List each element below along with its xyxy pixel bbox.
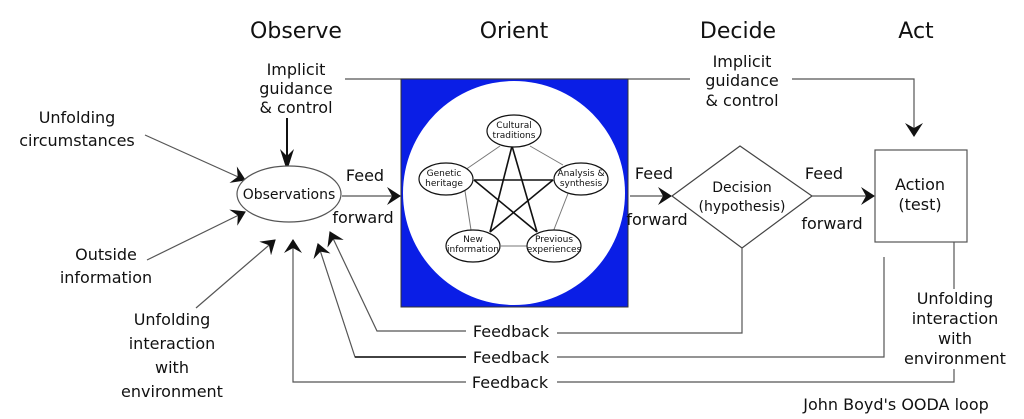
svg-text:Outside: Outside [75,245,137,264]
feed-label-1: Feed [346,166,384,185]
svg-text:New: New [463,235,483,245]
phase-orient: Orient [480,19,549,44]
feedback-line-environment [557,369,955,383]
svg-text:environment: environment [904,349,1006,368]
observations-label: Observations [243,187,336,203]
svg-text:& control: & control [259,98,332,117]
feedback-arrow-3 [284,239,466,383]
phase-decide: Decide [700,19,776,44]
implicit-guidance-left-label: Implicit guidance & control [259,60,332,117]
feedback-line-decision [557,248,743,334]
forward-label-2: forward [626,210,687,229]
svg-text:guidance: guidance [705,71,778,90]
svg-text:synthesis: synthesis [560,179,603,189]
decision-sublabel: (hypothesis) [699,199,786,215]
feedback-line-action [557,257,885,358]
svg-text:information: information [60,268,152,287]
orient-node-previous: Previous experiences [526,229,582,263]
interaction-left-arrow [195,239,276,309]
orient-node-genetic: Genetic heritage [418,162,474,196]
outside-info-arrow [146,209,246,261]
circumstances-arrow [144,134,246,183]
svg-text:Genetic: Genetic [427,169,462,179]
svg-text:Unfolding: Unfolding [134,310,211,329]
guidance-arrow-act [792,78,923,137]
svg-text:heritage: heritage [425,179,463,189]
diagram-caption: John Boyd's OODA loop [802,395,989,414]
svg-text:experiences: experiences [527,245,582,255]
svg-text:Implicit: Implicit [713,52,772,71]
observations-node [236,165,342,223]
feed-label-3: Feed [805,164,843,183]
outside-information-label: Outside information [60,245,152,287]
feedback-label-1: Feedback [473,322,550,341]
unfolding-interaction-right-label: Unfolding interaction with environment [904,289,1006,368]
unfolding-circumstances-label: Unfolding circumstances [19,108,135,150]
implicit-guidance-right-label: Implicit guidance & control [705,52,778,110]
decision-node [670,145,814,249]
feedback-label-2: Feedback [473,348,550,367]
unfolding-interaction-left-label: Unfolding interaction with environment [121,310,223,401]
forward-label-1: forward [332,208,393,227]
svg-text:circumstances: circumstances [19,131,135,150]
orient-node-analysis: Analysis & synthesis [553,162,609,196]
svg-text:Cultural: Cultural [496,121,531,131]
svg-text:interaction: interaction [912,309,999,328]
svg-text:with: with [155,358,189,377]
svg-text:with: with [938,329,972,348]
svg-text:Implicit: Implicit [267,60,326,79]
svg-text:Previous: Previous [535,235,573,245]
svg-text:guidance: guidance [259,79,332,98]
phase-observe: Observe [250,19,342,44]
action-node [874,149,968,243]
phase-act: Act [898,19,934,44]
feedback-label-3: Feedback [472,373,549,392]
orient-pentagon [464,145,570,247]
orient-node-new-info: New information [445,229,501,263]
orient-star [473,145,554,233]
svg-text:environment: environment [121,382,223,401]
action-label: Action [895,175,945,194]
action-sublabel: (test) [898,195,941,214]
svg-text:& control: & control [705,91,778,110]
svg-text:Unfolding: Unfolding [917,289,994,308]
svg-text:traditions: traditions [493,131,536,141]
feedback-arrow-1 [327,231,466,332]
decision-label: Decision [712,180,772,196]
svg-text:Analysis &: Analysis & [558,169,605,179]
svg-text:Unfolding: Unfolding [39,108,116,127]
svg-text:information: information [447,245,499,255]
feed-label-2: Feed [635,164,673,183]
svg-text:interaction: interaction [129,334,216,353]
orient-node-cultural: Cultural traditions [486,114,542,148]
forward-label-3: forward [801,214,862,233]
